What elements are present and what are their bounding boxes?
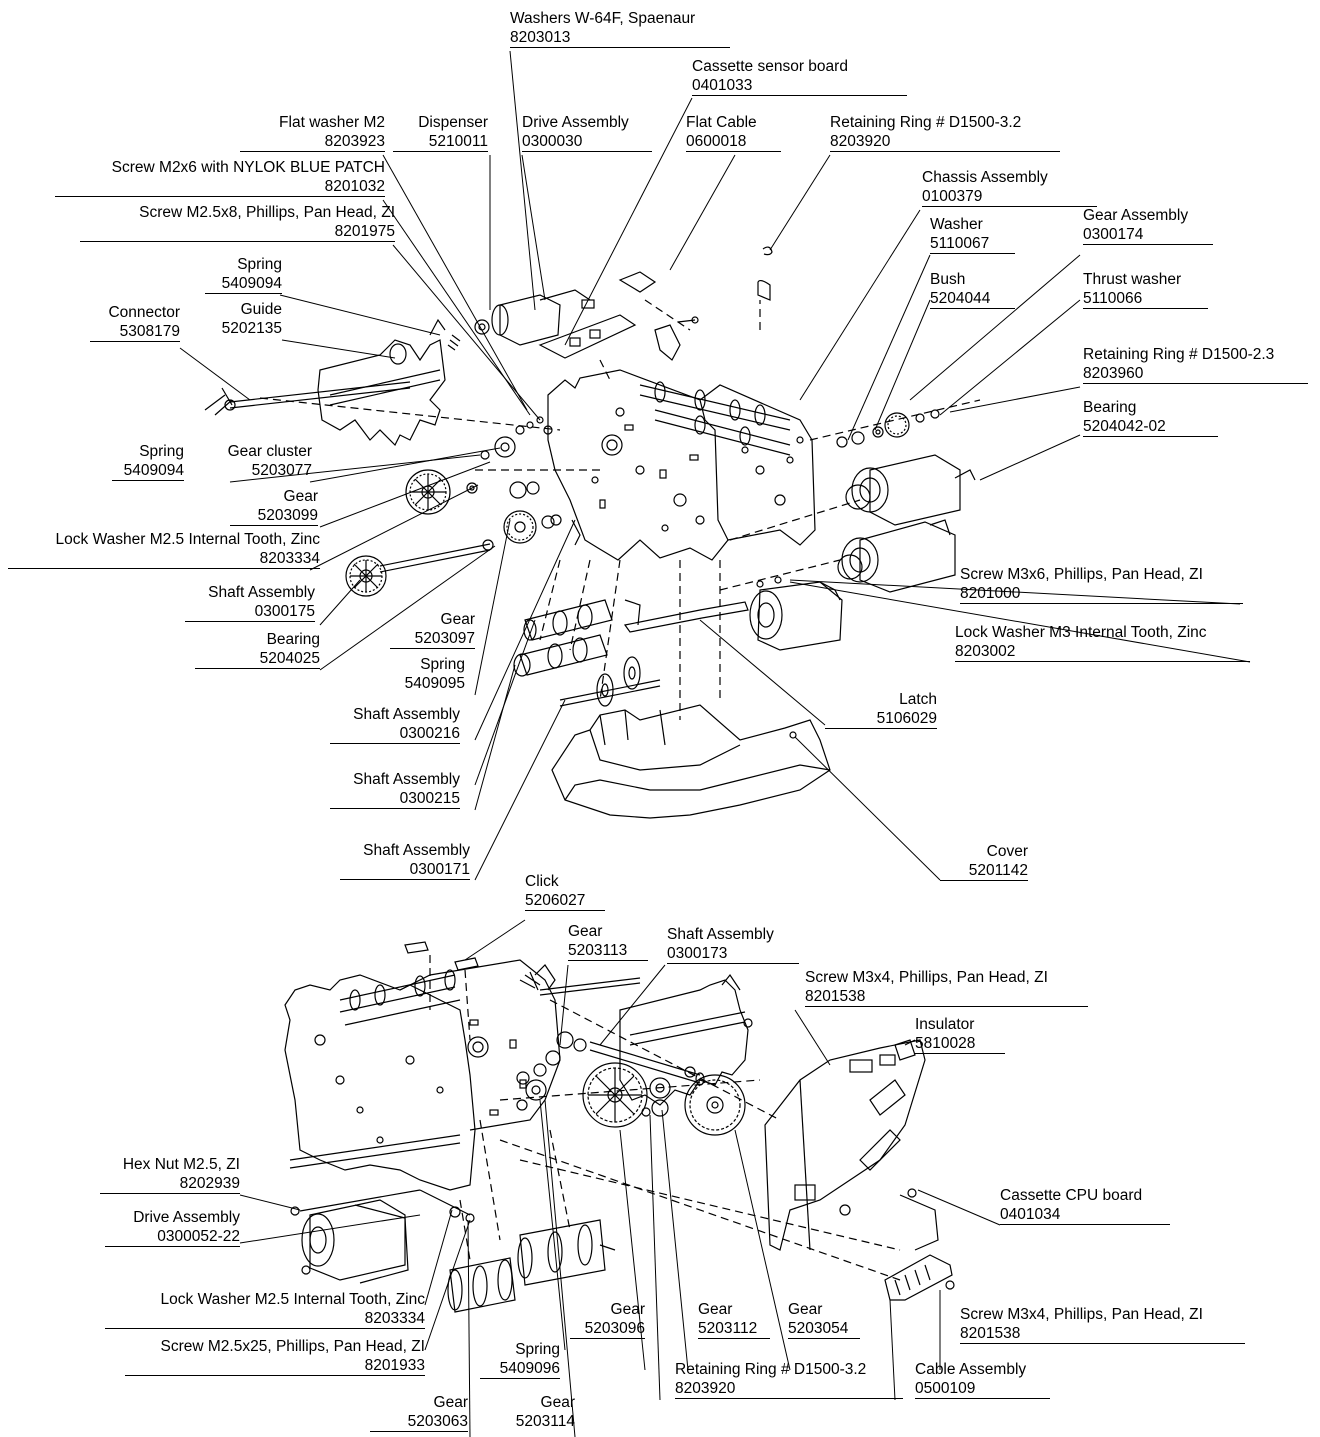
right-gear-parts xyxy=(836,409,940,448)
chassis-rollers xyxy=(639,316,791,456)
bottom-shaft xyxy=(519,971,705,1086)
chassis-plate xyxy=(547,369,816,561)
bottom-chassis xyxy=(284,959,561,1191)
assembly-lines-bottom xyxy=(429,955,901,1281)
cover-part xyxy=(551,704,831,819)
bottom-motor xyxy=(290,1189,471,1284)
latch-part xyxy=(623,599,749,633)
gear-cluster-parts xyxy=(480,416,553,460)
mid-gears xyxy=(503,481,581,546)
guide-assembly xyxy=(317,318,461,447)
right-motors xyxy=(837,454,976,593)
drive-motor-top xyxy=(749,576,843,651)
sensor-board xyxy=(538,271,657,359)
left-shaft xyxy=(204,381,411,416)
bottom-spring-shafts xyxy=(447,1206,616,1313)
cpu-board xyxy=(764,1039,926,1251)
bottom-gears xyxy=(516,1031,746,1136)
large-gear-left xyxy=(405,469,478,515)
shaft-0300175-drawing xyxy=(345,539,494,597)
click-parts xyxy=(404,941,556,991)
spring-shafts xyxy=(513,599,661,707)
retaining-ring-top xyxy=(757,246,773,301)
dispenser-motor xyxy=(474,289,595,346)
cable-assembly-part xyxy=(884,1194,955,1301)
assembly-lines-top xyxy=(259,299,981,720)
leader-lines xyxy=(179,50,1251,1437)
bottom-guide xyxy=(619,973,753,1106)
